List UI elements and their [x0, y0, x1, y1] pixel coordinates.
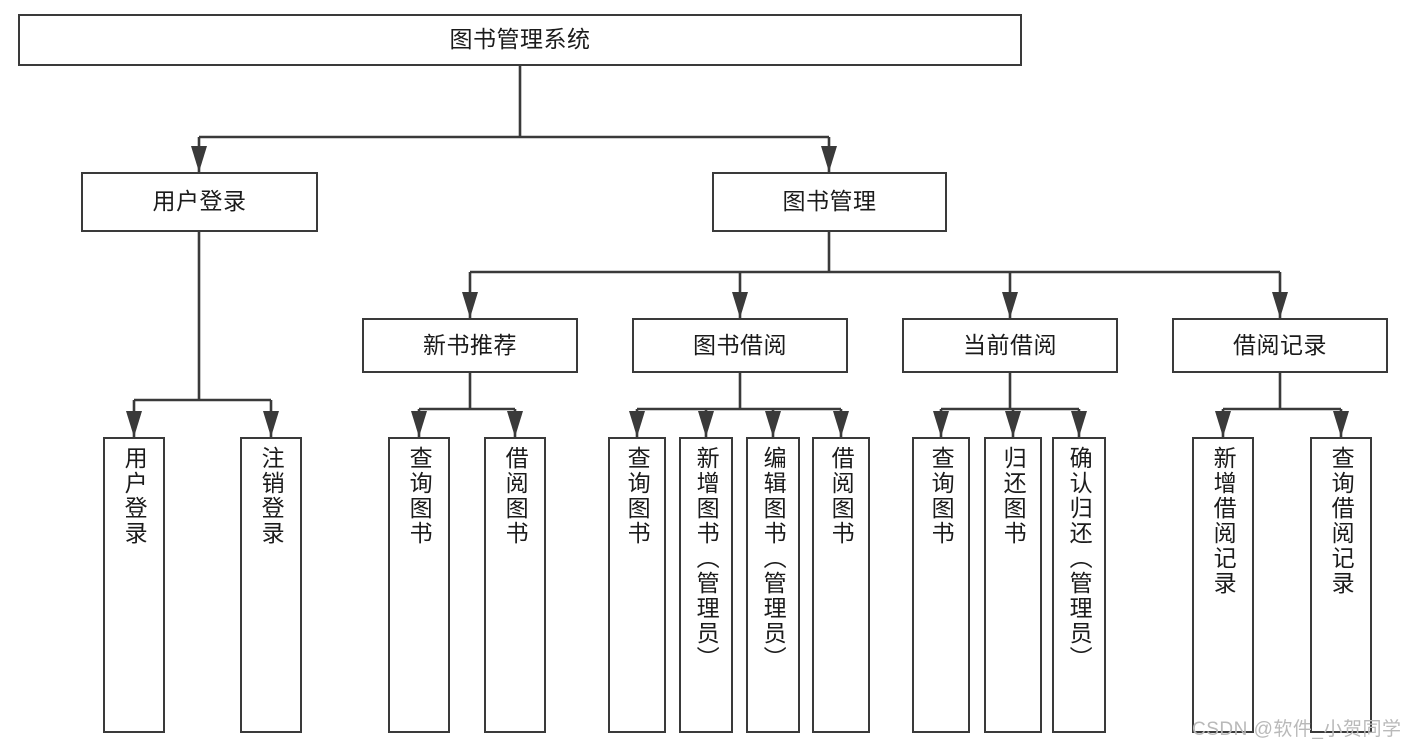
new-book-recommend-label: 新书推荐 [423, 331, 517, 358]
conn-borrow-record-arrow-1 [1333, 411, 1349, 437]
conn-borrow-record-arrow-0 [1215, 411, 1231, 437]
leaf-borrow-book-borrow-label: 借阅图书 [828, 446, 855, 546]
leaf-query-book-borrow-label: 查询图书 [624, 446, 651, 546]
book-borrow[interactable]: 图书借阅 [632, 318, 848, 373]
conn-current-borrow-arrow-1 [1005, 411, 1021, 437]
csdn-watermark: CSDN @软件_小贺同学 [1192, 719, 1402, 740]
leaf-confirm-return-admin-label: 确认归还（管理员） [1066, 446, 1093, 671]
leaf-add-borrow-record[interactable]: 新增借阅记录 [1192, 437, 1254, 733]
leaf-query-book-borrow[interactable]: 查询图书 [608, 437, 666, 733]
leaf-query-book-current-label: 查询图书 [928, 446, 955, 546]
conn-book-borrow-arrow-0 [629, 411, 645, 437]
conn-root-arrow-1 [821, 146, 837, 172]
conn-user-login-arrow-0 [126, 411, 142, 437]
leaf-borrow-book-recommend[interactable]: 借阅图书 [484, 437, 546, 733]
leaf-return-book-label: 归还图书 [1000, 446, 1027, 546]
book-manage-label: 图书管理 [782, 188, 877, 215]
conn-book-borrow-arrow-2 [765, 411, 781, 437]
leaf-query-book-recommend-label: 查询图书 [406, 446, 433, 546]
leaf-query-borrow-record[interactable]: 查询借阅记录 [1310, 437, 1372, 733]
book-manage[interactable]: 图书管理 [712, 172, 947, 232]
leaf-user-login[interactable]: 用户登录 [103, 437, 165, 733]
leaf-edit-book-admin[interactable]: 编辑图书（管理员） [746, 437, 800, 733]
leaf-edit-book-admin-label: 编辑图书（管理员） [760, 446, 787, 671]
leaf-add-book-admin[interactable]: 新增图书（管理员） [679, 437, 733, 733]
conn-book-manage-arrow-1 [732, 292, 748, 318]
new-book-recommend[interactable]: 新书推荐 [362, 318, 578, 373]
leaf-query-book-current[interactable]: 查询图书 [912, 437, 970, 733]
leaf-logout-login-label: 注销登录 [258, 446, 285, 546]
conn-book-borrow-arrow-3 [833, 411, 849, 437]
leaf-logout-login[interactable]: 注销登录 [240, 437, 302, 733]
conn-book-manage-arrow-2 [1002, 292, 1018, 318]
borrow-record-label: 借阅记录 [1233, 331, 1327, 358]
leaf-borrow-book-borrow[interactable]: 借阅图书 [812, 437, 870, 733]
leaf-confirm-return-admin[interactable]: 确认归还（管理员） [1052, 437, 1106, 733]
conn-book-manage-arrow-3 [1272, 292, 1288, 318]
leaf-add-borrow-record-label: 新增借阅记录 [1210, 446, 1237, 596]
conn-book-borrow-arrow-1 [698, 411, 714, 437]
current-borrow-label: 当前借阅 [963, 331, 1057, 358]
leaf-borrow-book-recommend-label: 借阅图书 [502, 446, 529, 546]
conn-new-book-arrow-0 [411, 411, 427, 437]
leaf-user-login-label: 用户登录 [121, 446, 148, 546]
leaf-query-book-recommend[interactable]: 查询图书 [388, 437, 450, 733]
user-login-label: 用户登录 [152, 188, 247, 215]
conn-current-borrow-arrow-2 [1071, 411, 1087, 437]
conn-current-borrow-arrow-0 [933, 411, 949, 437]
leaf-add-book-admin-label: 新增图书（管理员） [693, 446, 720, 671]
root-label: 图书管理系统 [449, 26, 591, 53]
conn-root-arrow-0 [191, 146, 207, 172]
borrow-record[interactable]: 借阅记录 [1172, 318, 1388, 373]
current-borrow[interactable]: 当前借阅 [902, 318, 1118, 373]
leaf-query-borrow-record-label: 查询借阅记录 [1328, 446, 1355, 596]
root[interactable]: 图书管理系统 [18, 14, 1022, 66]
conn-book-manage-arrow-0 [462, 292, 478, 318]
user-login[interactable]: 用户登录 [81, 172, 318, 232]
book-borrow-label: 图书借阅 [693, 331, 787, 358]
leaf-return-book[interactable]: 归还图书 [984, 437, 1042, 733]
conn-new-book-arrow-1 [507, 411, 523, 437]
conn-user-login-arrow-1 [263, 411, 279, 437]
